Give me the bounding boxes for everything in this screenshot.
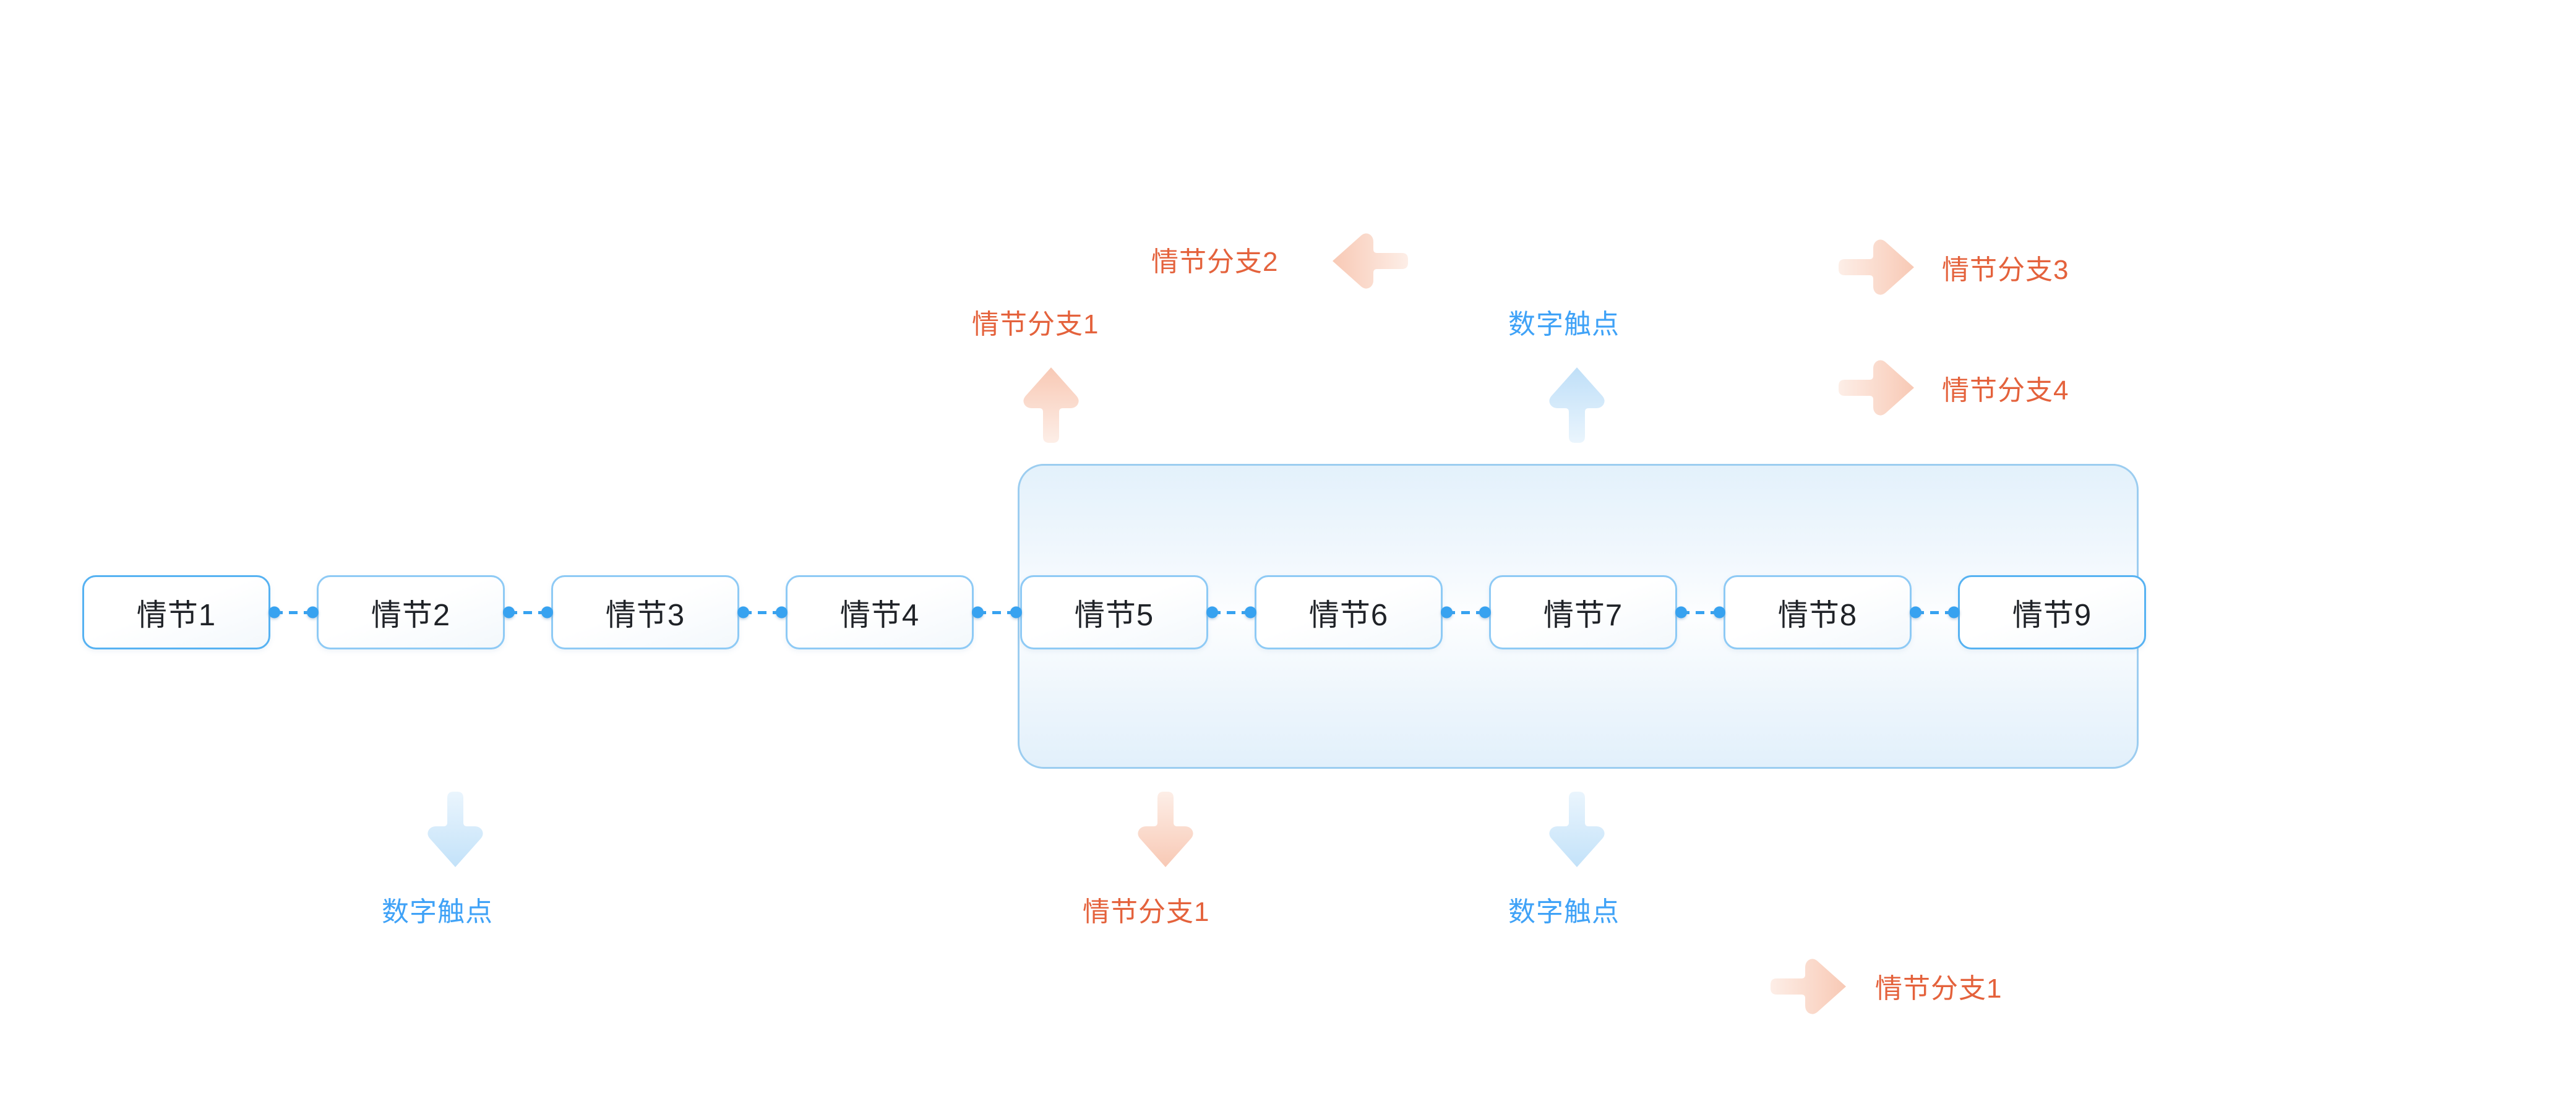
connector-dot-start (1206, 606, 1218, 618)
arrow-right-icon-branch3 (1837, 237, 1918, 297)
arrow-up-icon-branch1 (1021, 364, 1081, 444)
connector-line (972, 606, 1022, 618)
annotation-label-branch3: 情节分支3 (1942, 255, 2069, 285)
connector-line (1206, 606, 1256, 618)
connector-dot-start (1441, 606, 1453, 618)
arrow-right-icon-branch4 (1837, 357, 1918, 418)
plot-node-7[interactable]: 情节7 (1489, 575, 1677, 649)
arrow-left-icon (1329, 231, 1409, 291)
connector-dot-end (307, 606, 319, 618)
annotation-label-touchpoint-mid: 数字触点 (1508, 897, 1620, 927)
arrow-down-icon-touchpoint-mid (1547, 790, 1607, 871)
connector-line (737, 606, 788, 618)
arrow-down-icon-touchpoint-left (425, 790, 486, 871)
connector-dot-end (1010, 606, 1022, 618)
annotation-label-branch1-bottom: 情节分支1 (1083, 897, 1210, 927)
arrow-down-icon-branch1-bottom (1135, 790, 1196, 871)
connector-dot-end (1948, 606, 1960, 618)
connector-line (268, 606, 319, 618)
connector-8-9 (1910, 575, 1960, 649)
annotation-label-branch2: 情节分支2 (1151, 247, 1279, 277)
connector-5-6 (1206, 575, 1256, 649)
connector-line (503, 606, 553, 618)
connector-dot-end (541, 606, 553, 618)
connector-3-4 (737, 575, 788, 649)
connector-line (1675, 606, 1725, 618)
plot-node-4[interactable]: 情节4 (786, 575, 974, 649)
annotation-label-touchpoint-top: 数字触点 (1508, 309, 1620, 340)
connector-6-7 (1441, 575, 1491, 649)
connector-dot-end (1479, 606, 1491, 618)
annotation-label-branch1-top: 情节分支1 (972, 309, 1099, 340)
connector-4-5 (972, 575, 1022, 649)
connector-dot-start (268, 606, 280, 618)
plot-node-2[interactable]: 情节2 (317, 575, 505, 649)
plot-node-1[interactable]: 情节1 (82, 575, 270, 649)
connector-2-3 (503, 575, 553, 649)
connector-line (1441, 606, 1491, 618)
connector-dot-start (972, 606, 984, 618)
plot-node-chain: 情节1 情节2 情节3 情节4 (82, 575, 2146, 649)
connector-7-8 (1675, 575, 1725, 649)
connector-dot-start (503, 606, 515, 618)
connector-1-2 (268, 575, 319, 649)
arrow-right-icon-branch1-br (1769, 956, 1850, 1017)
annotation-label-touchpoint-left: 数字触点 (382, 897, 493, 927)
connector-dot-end (1245, 606, 1256, 618)
annotation-label-branch4: 情节分支4 (1942, 375, 2069, 406)
plot-node-8[interactable]: 情节8 (1724, 575, 1912, 649)
connector-dot-end (1714, 606, 1725, 618)
plot-node-5[interactable]: 情节5 (1020, 575, 1208, 649)
connector-dot-start (737, 606, 749, 618)
annotation-label-branch1-br: 情节分支1 (1875, 974, 2003, 1004)
connector-dot-start (1675, 606, 1687, 618)
plot-node-3[interactable]: 情节3 (551, 575, 739, 649)
arrow-up-icon-touchpoint (1547, 364, 1607, 444)
connector-line (1910, 606, 1960, 618)
plot-node-6[interactable]: 情节6 (1255, 575, 1443, 649)
plot-node-9[interactable]: 情节9 (1958, 575, 2146, 649)
connector-dot-start (1910, 606, 1921, 618)
connector-dot-end (776, 606, 788, 618)
